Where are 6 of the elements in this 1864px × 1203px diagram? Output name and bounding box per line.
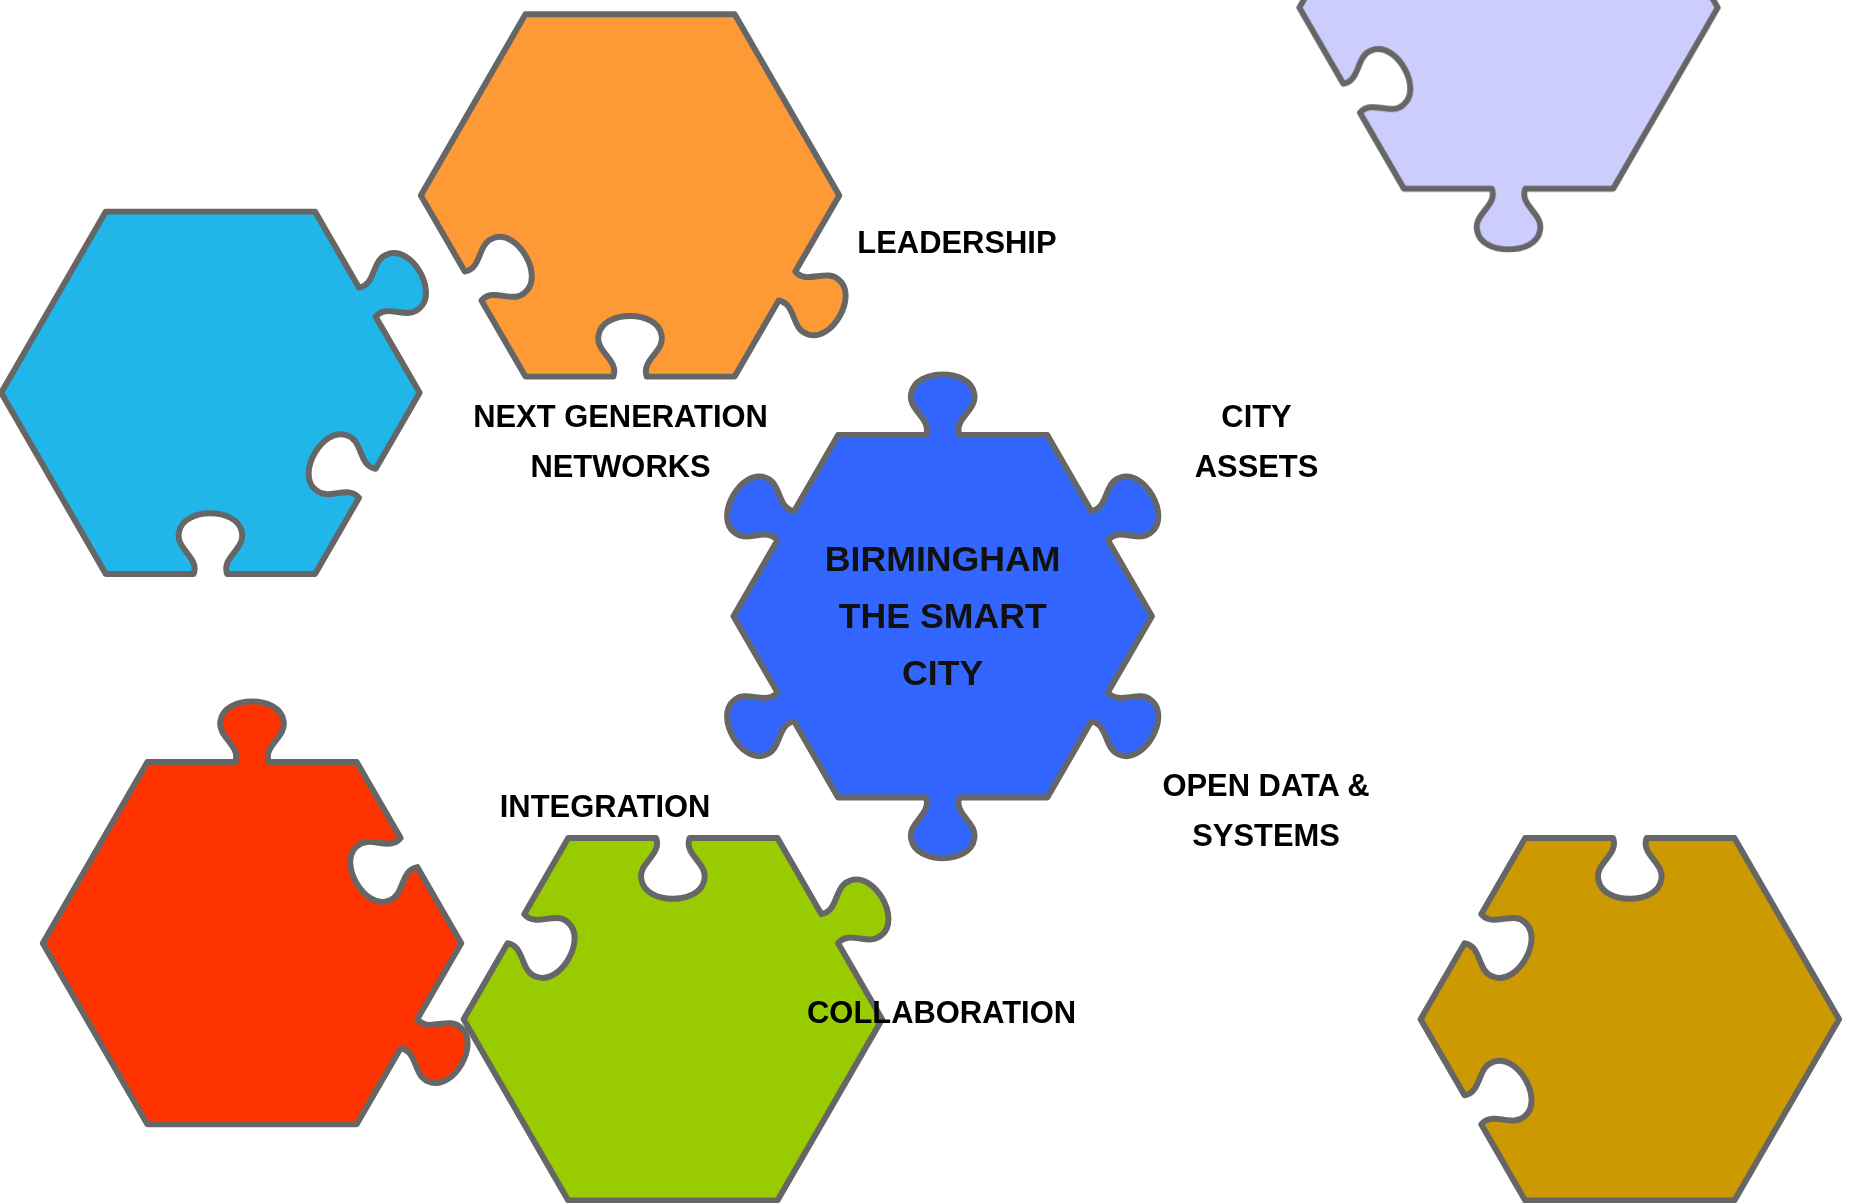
- theme-label: LEADERSHIP: [857, 223, 1057, 263]
- piece-label: BIRMINGHAM THE SMART CITY: [823, 537, 1062, 694]
- theme-label: CITY ASSETS: [1193, 397, 1320, 486]
- theme-label: NEXT GENERATION NETWORKS: [472, 397, 769, 486]
- theme-label: INTEGRATION: [499, 787, 711, 827]
- theme-label: OPEN DATA & SYSTEMS: [1161, 766, 1371, 855]
